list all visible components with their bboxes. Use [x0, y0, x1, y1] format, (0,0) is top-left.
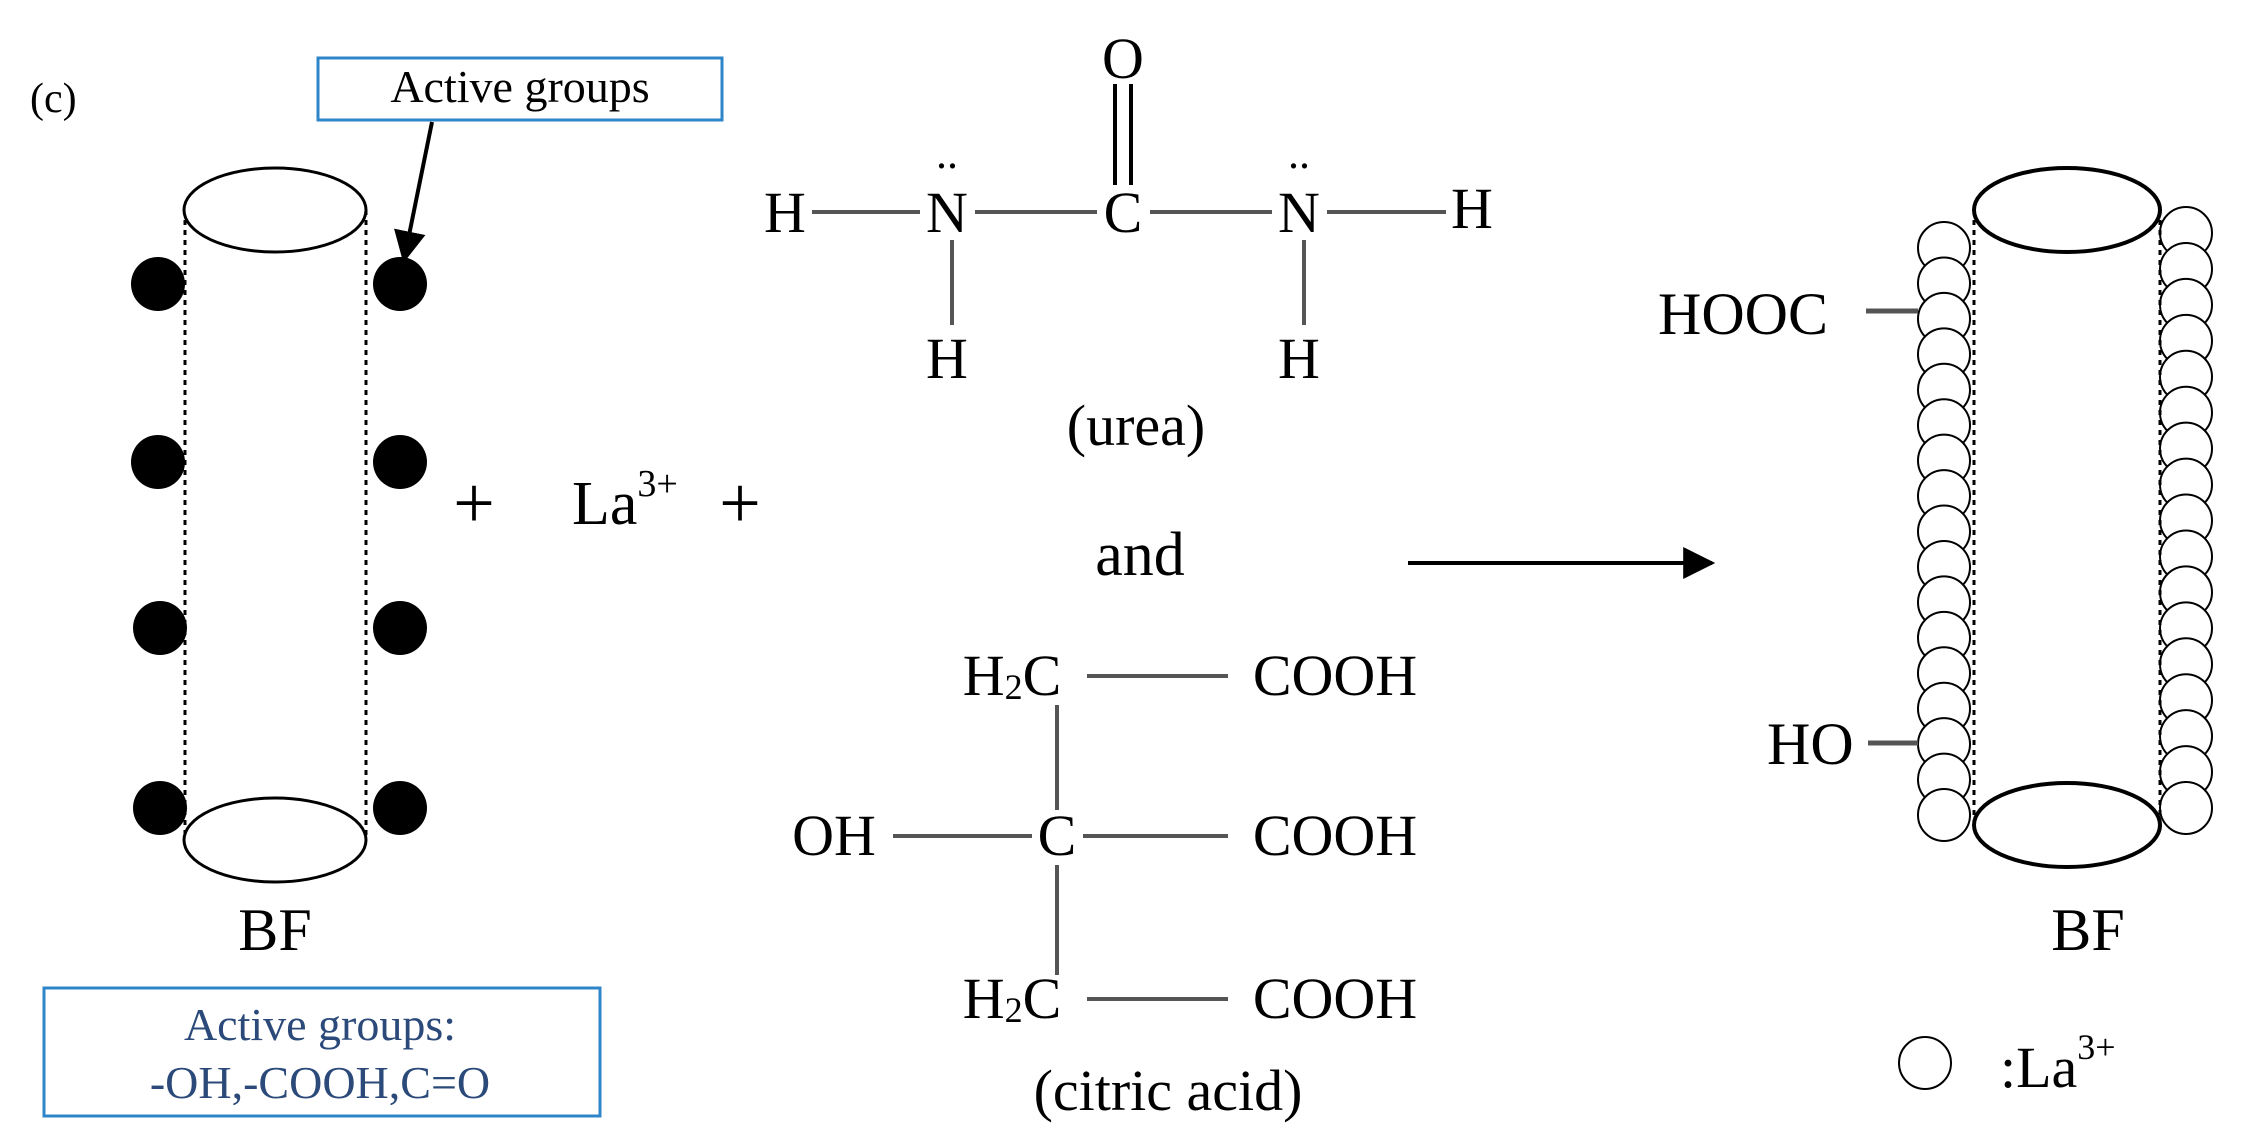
product-ho: HO	[1767, 711, 1854, 777]
active-group-dots	[131, 257, 427, 835]
and-text: and	[1095, 521, 1185, 589]
right-fiber-bottom-ellipse	[1972, 781, 2162, 869]
product-hooc: HOOC	[1658, 281, 1828, 347]
urea-lone-pair-left: ..	[936, 129, 958, 178]
urea-n-left: N	[926, 180, 968, 245]
right-fiber	[1917, 166, 2213, 869]
urea-n-right: N	[1278, 180, 1320, 245]
open-circle-icon	[2159, 781, 2213, 835]
urea-h-bottom-right: H	[1278, 326, 1320, 391]
left-fiber-top-ellipse	[182, 166, 368, 254]
active-groups-callout-box	[316, 56, 724, 122]
urea-lone-pair-right: ..	[1288, 129, 1310, 178]
legend-box-line1: Active groups:	[184, 999, 456, 1050]
left-fiber	[131, 166, 427, 884]
urea-h-right: H	[1451, 176, 1493, 241]
left-fiber-bottom-ellipse	[182, 796, 368, 884]
plus-sign-2: +	[719, 463, 761, 545]
citric-acid-caption: (citric acid)	[1034, 1058, 1303, 1123]
legend-box	[42, 986, 602, 1118]
citric-ch2-top: H2C	[963, 643, 1062, 708]
fiber-label-left: BF	[238, 897, 311, 963]
citric-ch2-bottom: H2C	[963, 966, 1062, 1031]
filled-dot-icon	[373, 257, 427, 311]
la-legend-label: :La3+	[2000, 1027, 2116, 1100]
plus-sign-1: +	[453, 463, 495, 545]
open-circle-icon	[1917, 788, 1971, 842]
filled-dot-icon	[131, 257, 185, 311]
filled-dot-icon	[373, 601, 427, 655]
fiber-label-right: BF	[2051, 897, 2124, 963]
lanthanum-symbol: La	[572, 470, 637, 538]
open-circle-icon	[1898, 1036, 1952, 1090]
filled-dot-icon	[373, 781, 427, 835]
filled-dot-icon	[373, 435, 427, 489]
filled-dot-icon	[133, 781, 187, 835]
right-fiber-top-ellipse	[1972, 166, 2162, 254]
lanthanum-charge: 3+	[637, 463, 677, 505]
urea-caption: (urea)	[1067, 393, 1205, 458]
filled-dot-icon	[133, 601, 187, 655]
urea-h-left: H	[764, 180, 806, 245]
citric-cooh-mid: COOH	[1253, 803, 1417, 868]
citric-cooh-bottom: COOH	[1253, 966, 1417, 1031]
callout-arrow	[394, 121, 434, 264]
filled-dot-icon	[131, 435, 185, 489]
urea-structure: O C H N .. H N .. H H	[764, 26, 1493, 391]
urea-c: C	[1104, 180, 1143, 245]
la-ion-circles	[1917, 206, 2213, 842]
urea-o: O	[1102, 26, 1144, 91]
citric-c-center: C	[1038, 803, 1077, 868]
citric-oh: OH	[792, 803, 876, 868]
urea-h-bottom-left: H	[926, 326, 968, 391]
legend-box-line2: -OH,-COOH,C=O	[150, 1057, 490, 1108]
citric-acid-structure: H2C COOH OH C COOH H2C COOH	[792, 643, 1417, 1031]
panel-label: (c)	[30, 76, 77, 122]
active-groups-callout-text: Active groups	[390, 61, 649, 112]
citric-cooh-top: COOH	[1253, 643, 1417, 708]
lanthanum-ion: La3+	[572, 463, 678, 538]
